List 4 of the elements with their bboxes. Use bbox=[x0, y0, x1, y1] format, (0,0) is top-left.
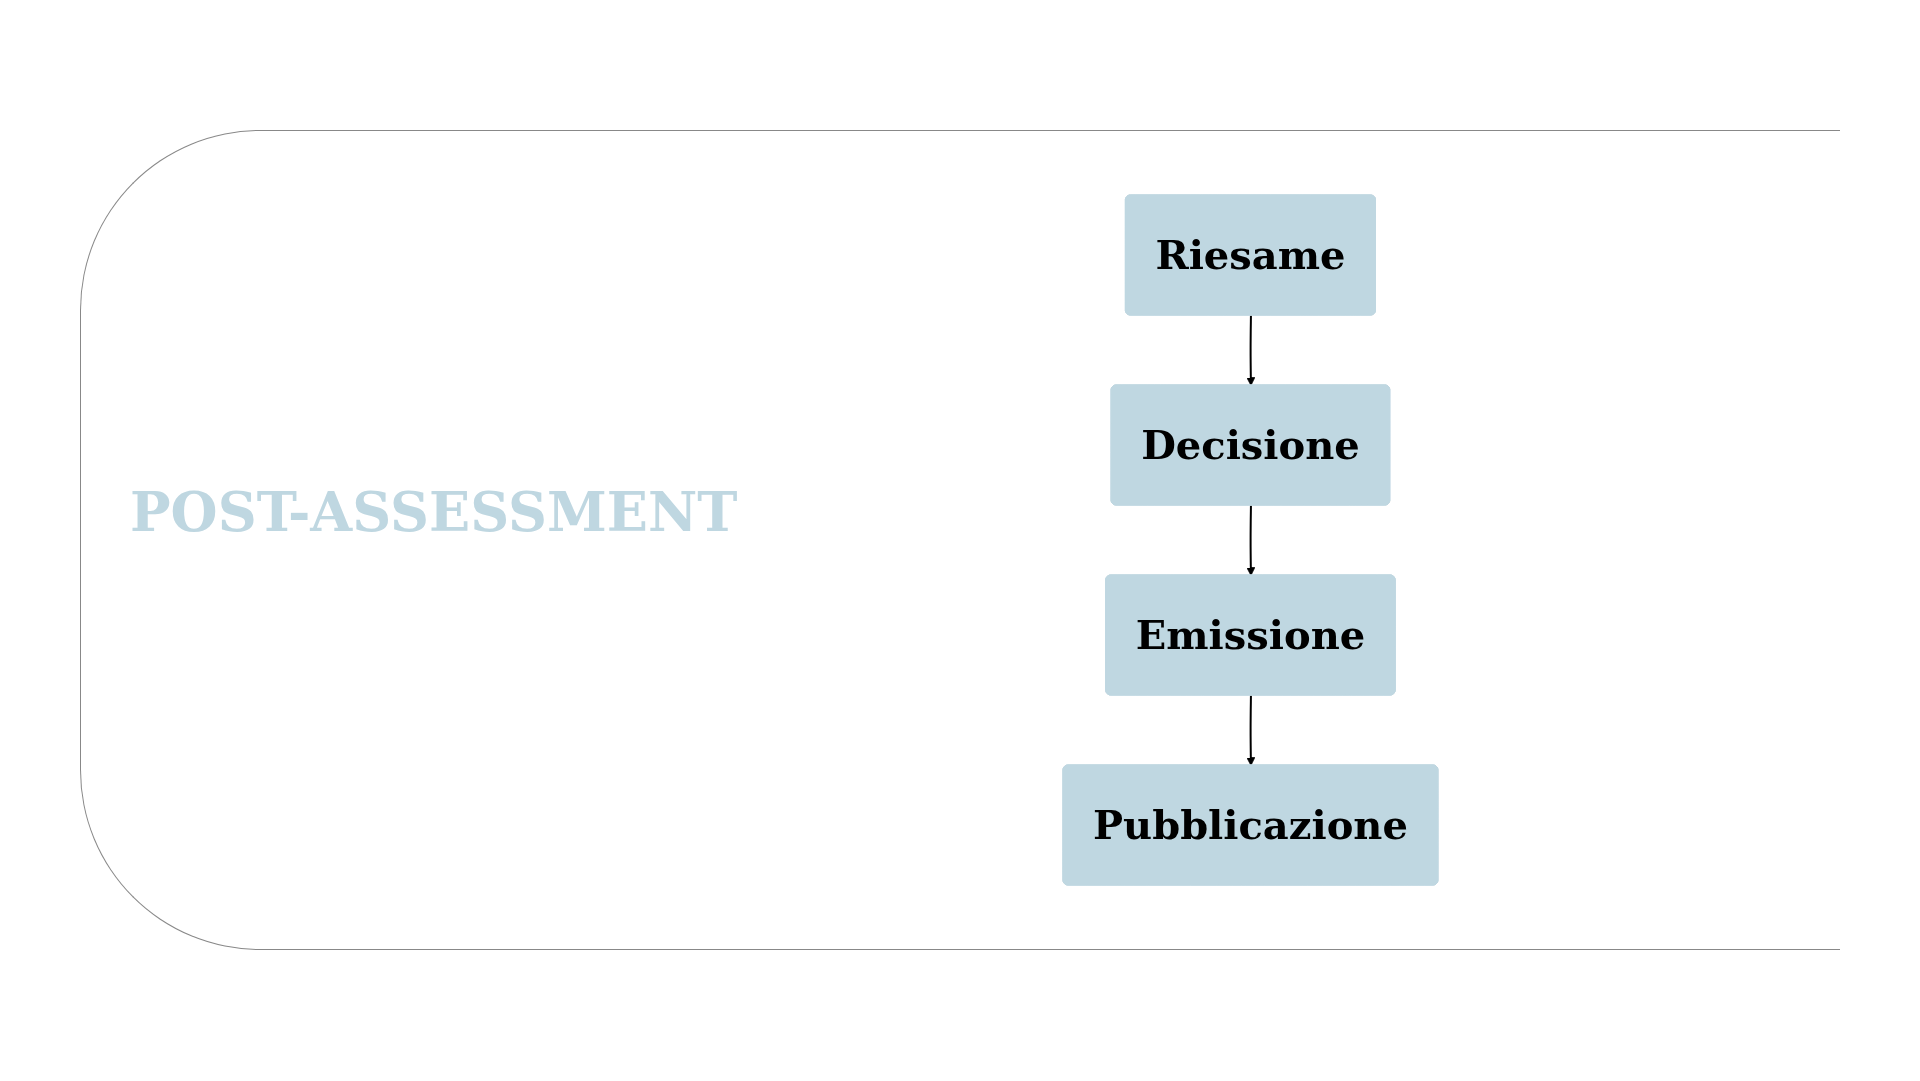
arrow bbox=[1246, 314, 1255, 386]
section-label: POST-ASSESSMENT bbox=[130, 480, 738, 544]
arrow bbox=[1246, 504, 1255, 576]
arrow bbox=[1246, 694, 1255, 766]
